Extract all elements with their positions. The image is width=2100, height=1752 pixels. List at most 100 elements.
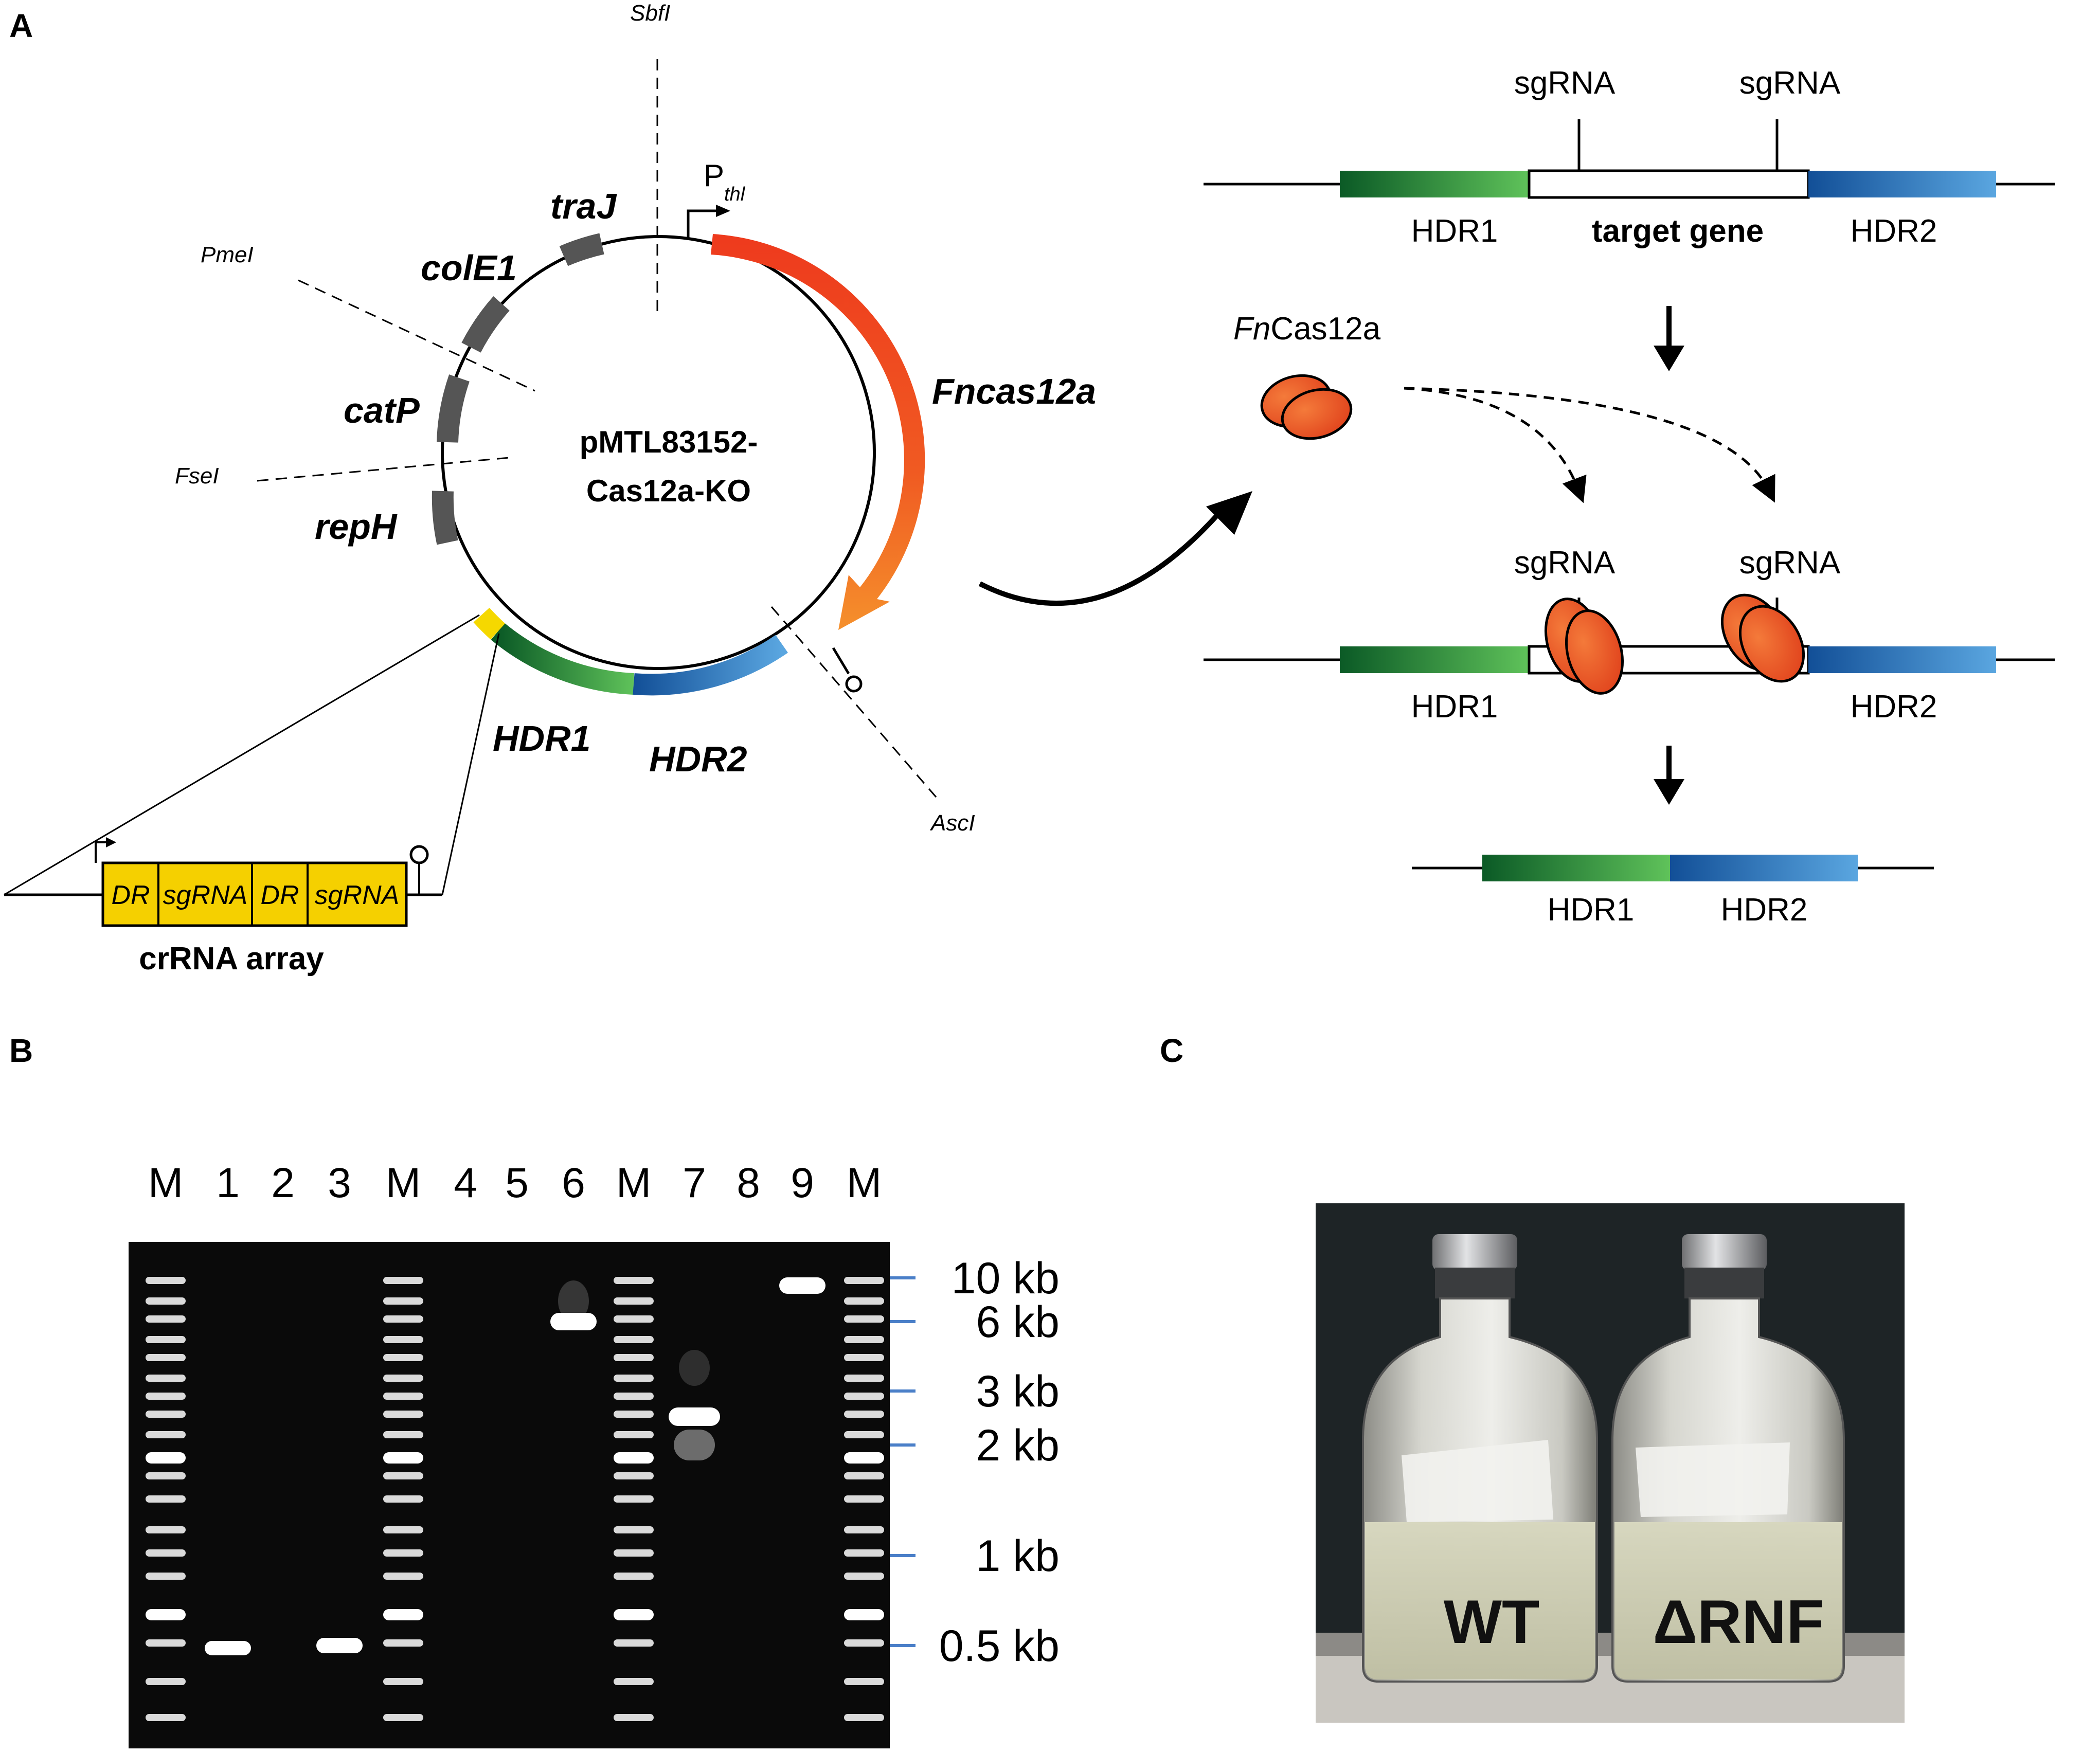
gel-lane-label: 9 <box>791 1160 814 1206</box>
gel-band <box>146 1375 186 1382</box>
crrna-sgrna-1: sgRNA <box>163 880 248 910</box>
enzyme-dashed-arrow-2 <box>1404 387 1775 503</box>
hdr2-label-cut: HDR2 <box>1851 689 1937 725</box>
ladder-size-label: 1 kb <box>976 1531 1060 1581</box>
hdr1-arc <box>491 623 635 695</box>
gel-band <box>146 1431 186 1438</box>
hdr2-label-after: HDR2 <box>1721 892 1808 928</box>
catp-label: catP <box>344 390 420 430</box>
gel-band <box>146 1472 186 1479</box>
gel-band <box>146 1495 186 1503</box>
catp-gene <box>437 374 470 443</box>
hdr1-bar-after <box>1482 855 1670 881</box>
gel-band <box>844 1639 884 1647</box>
gel-band <box>383 1452 423 1464</box>
transform-arrow <box>978 499 1231 606</box>
gel-band <box>383 1639 423 1647</box>
wt-bottle-label: WT <box>1444 1587 1540 1656</box>
hdr2-label: HDR2 <box>649 739 747 779</box>
ladder-size-label: 3 kb <box>976 1367 1060 1416</box>
gel-band <box>383 1714 423 1721</box>
gel-band <box>383 1411 423 1418</box>
gel-band <box>844 1336 884 1343</box>
gel-band <box>146 1315 186 1323</box>
gel-band <box>614 1573 654 1580</box>
gel-band <box>669 1407 720 1426</box>
gel-band <box>146 1393 186 1400</box>
gel-band <box>844 1609 884 1620</box>
promoter-icon <box>687 205 730 238</box>
sbfi-site-label: SbfI <box>630 1 670 26</box>
gel-band <box>614 1472 654 1479</box>
gel-band <box>146 1297 186 1305</box>
cole1-gene <box>461 296 510 353</box>
gel-band <box>316 1638 363 1653</box>
plasmid-name-line1: pMTL83152- <box>580 425 758 459</box>
gel-band <box>383 1573 423 1580</box>
gel-band <box>844 1526 884 1533</box>
gel-band <box>383 1678 423 1685</box>
hdr2-label-before: HDR2 <box>1851 213 1937 249</box>
panel-b-label: B <box>9 1032 33 1069</box>
gel-band <box>844 1678 884 1685</box>
target-gene-bar <box>1528 169 1810 199</box>
fsei-site-label: FseI <box>175 463 219 489</box>
crrna-arc <box>473 607 506 640</box>
sgrna-label-3: sgRNA <box>1514 545 1616 581</box>
hdr2-bar-after <box>1670 855 1858 881</box>
gel-band <box>844 1315 884 1323</box>
panel-a-label: A <box>9 7 33 44</box>
gel-band <box>383 1495 423 1503</box>
gel-band <box>614 1526 654 1533</box>
enzyme-label: FnCas12a <box>1233 311 1381 347</box>
ladder-size-label: 6 kb <box>976 1297 1060 1347</box>
gel-band <box>614 1297 654 1305</box>
cole1-label: colE1 <box>421 248 517 288</box>
crrna-sgrna-2: sgRNA <box>315 880 400 910</box>
gel-band <box>558 1280 589 1322</box>
genome-cutting: sgRNA sgRNA HDR1 HDR2 <box>1204 545 2055 725</box>
gel-band <box>614 1315 654 1323</box>
plasmid-map: SbfI PmeI FseI AscI P thl traJ colE1 cat… <box>175 1 1096 836</box>
gel-band <box>550 1313 597 1330</box>
target-gene-label: target gene <box>1592 213 1764 249</box>
gel-band <box>844 1452 884 1464</box>
gel-band <box>614 1639 654 1647</box>
gel-band <box>146 1277 186 1284</box>
hdr2-bar-before <box>1808 171 1996 197</box>
hdr1-bar-cut <box>1340 646 1529 673</box>
crrna-terminator-icon <box>409 845 429 895</box>
fncas12a-arrow <box>711 234 925 630</box>
gel-lane-label: 8 <box>737 1160 760 1206</box>
step-arrow-2 <box>1654 746 1684 805</box>
promoter-label: P <box>704 158 724 193</box>
reph-gene <box>432 491 458 545</box>
traj-gene <box>559 233 604 266</box>
gel-band <box>614 1354 654 1361</box>
fncas12a-enzyme: FnCas12a <box>1233 311 1381 440</box>
gel-band <box>383 1277 423 1284</box>
rnf-bottle-label: ΔRNF <box>1653 1587 1824 1656</box>
gel-band <box>205 1641 251 1655</box>
gel-bands <box>146 1277 884 1721</box>
gel-band <box>146 1573 186 1580</box>
gel-lane-label: 4 <box>454 1160 477 1206</box>
hdr1-label-after: HDR1 <box>1548 892 1635 928</box>
terminator-icon <box>832 647 863 693</box>
gel-band <box>844 1411 884 1418</box>
gel-band <box>614 1375 654 1382</box>
gel-band <box>844 1354 884 1361</box>
gel-band <box>844 1549 884 1557</box>
gel-band <box>383 1526 423 1533</box>
gel-lane-label: 6 <box>562 1160 585 1206</box>
gel-band <box>146 1549 186 1557</box>
sgrna-label-4: sgRNA <box>1739 545 1841 581</box>
ladder-markers: 10 kb6 kb3 kb2 kb1 kb0.5 kb <box>890 1254 1060 1671</box>
gel-band <box>383 1472 423 1479</box>
gel-band <box>146 1714 186 1721</box>
gel-lane-label: 7 <box>683 1160 706 1206</box>
gel-band <box>146 1678 186 1685</box>
crrna-array: DR sgRNA DR sgRNA crRNA array <box>4 614 500 977</box>
gel-band <box>679 1350 710 1386</box>
